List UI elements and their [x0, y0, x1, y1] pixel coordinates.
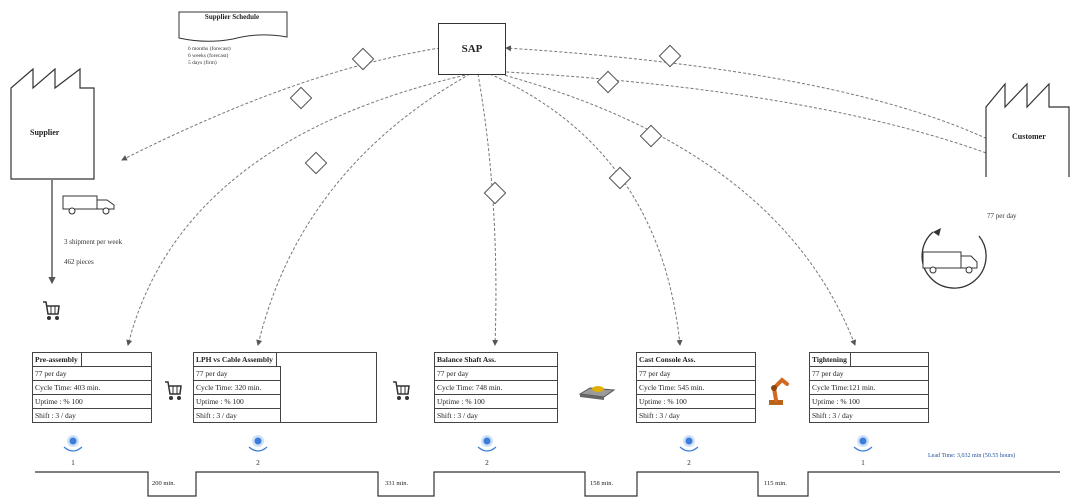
wait-time: 331 min. [385, 480, 409, 487]
cart-icon [393, 381, 410, 400]
supplier-schedule-title: Supplier Schedule [204, 13, 260, 21]
process-box-pre-assembly: Pre-assembly 77 per day Cycle Time: 403 … [32, 352, 152, 423]
process-shift: Shift : 3 / day [194, 408, 281, 422]
customer-label: Customer [1012, 132, 1046, 141]
fixture-icon [578, 386, 616, 400]
process-rate: 77 per day [637, 366, 755, 380]
wait-time: 115 min. [764, 480, 787, 487]
process-shift: Shift : 3 / day [435, 408, 557, 422]
schedule-document-icon [178, 11, 288, 42]
cart-icon [165, 381, 182, 400]
operator-icon [477, 435, 497, 452]
delivery-cycle-icon [921, 228, 987, 289]
process-box-tightening: Tightening 77 per day Cycle Time:121 min… [809, 352, 929, 423]
truck-icon [62, 195, 115, 215]
process-cycle-time: Cycle Time: 545 min. [637, 380, 755, 394]
process-rate: 77 per day [194, 366, 281, 380]
process-name: Tightening [812, 353, 851, 366]
customer-demand: 77 per day [987, 212, 1017, 220]
process-rate: 77 per day [33, 366, 151, 380]
wait-time: 200 min. [152, 480, 176, 487]
operator-count: 2 [687, 459, 691, 467]
process-name: Cast Console Ass. [639, 355, 696, 364]
sap-box: SAP [438, 23, 506, 75]
supplier-schedule-notes: 6 months (forecast) 6 weeks (forecast) 5… [188, 46, 231, 67]
schedule-note: 5 days (firm) [188, 60, 217, 66]
process-shift: Shift : 3 / day [637, 408, 755, 422]
process-box-lph-cable: LPH vs Cable Assembly 77 per day Cycle T… [193, 352, 377, 423]
customer-factory-icon [985, 82, 1070, 177]
process-name: Pre-assembly [35, 353, 82, 366]
supplier-label: Supplier [30, 128, 60, 137]
wait-time: 158 min. [590, 480, 614, 487]
process-uptime: Uptime : % 100 [194, 394, 281, 408]
supplier-shipments: 3 shipment per week [64, 238, 123, 246]
operator-icon [63, 435, 83, 452]
robot-arm-icon [769, 377, 789, 405]
sap-label: SAP [461, 43, 483, 55]
operator-icon [853, 435, 873, 452]
operator-icon [679, 435, 699, 452]
process-uptime: Uptime : % 100 [810, 394, 928, 408]
process-cycle-time: Cycle Time: 403 min. [33, 380, 151, 394]
process-shift: Shift : 3 / day [810, 408, 928, 422]
process-cycle-time: Cycle Time:121 min. [810, 380, 928, 394]
process-uptime: Uptime : % 100 [33, 394, 151, 408]
process-uptime: Uptime : % 100 [435, 394, 557, 408]
process-cycle-time: Cycle Time: 320 min. [194, 380, 281, 394]
operator-icon [248, 435, 268, 452]
process-box-cast-console: Cast Console Ass. 77 per day Cycle Time:… [636, 352, 756, 423]
process-shift: Shift : 3 / day [33, 408, 151, 422]
schedule-note: 6 months (forecast) [188, 46, 231, 52]
process-rate: 77 per day [810, 366, 928, 380]
process-cycle-time: Cycle Time: 748 min. [435, 380, 557, 394]
operator-count: 1 [861, 459, 865, 467]
process-name: LPH vs Cable Assembly [196, 353, 277, 366]
process-uptime: Uptime : % 100 [637, 394, 755, 408]
process-name: Balance Shaft Ass. [437, 355, 496, 364]
operator-count: 2 [256, 459, 260, 467]
operator-count: 1 [71, 459, 75, 467]
cart-icon [43, 301, 60, 320]
supplier-pieces: 462 pieces [64, 258, 94, 266]
supplier-factory-icon [10, 68, 95, 180]
lead-time: Lead Time: 3,032 min (50.55 hours) [928, 453, 1016, 459]
schedule-note: 6 weeks (forecast) [188, 53, 229, 59]
process-box-balance-shaft: Balance Shaft Ass. 77 per day Cycle Time… [434, 352, 558, 423]
process-rate: 77 per day [435, 366, 557, 380]
operator-count: 2 [485, 459, 489, 467]
